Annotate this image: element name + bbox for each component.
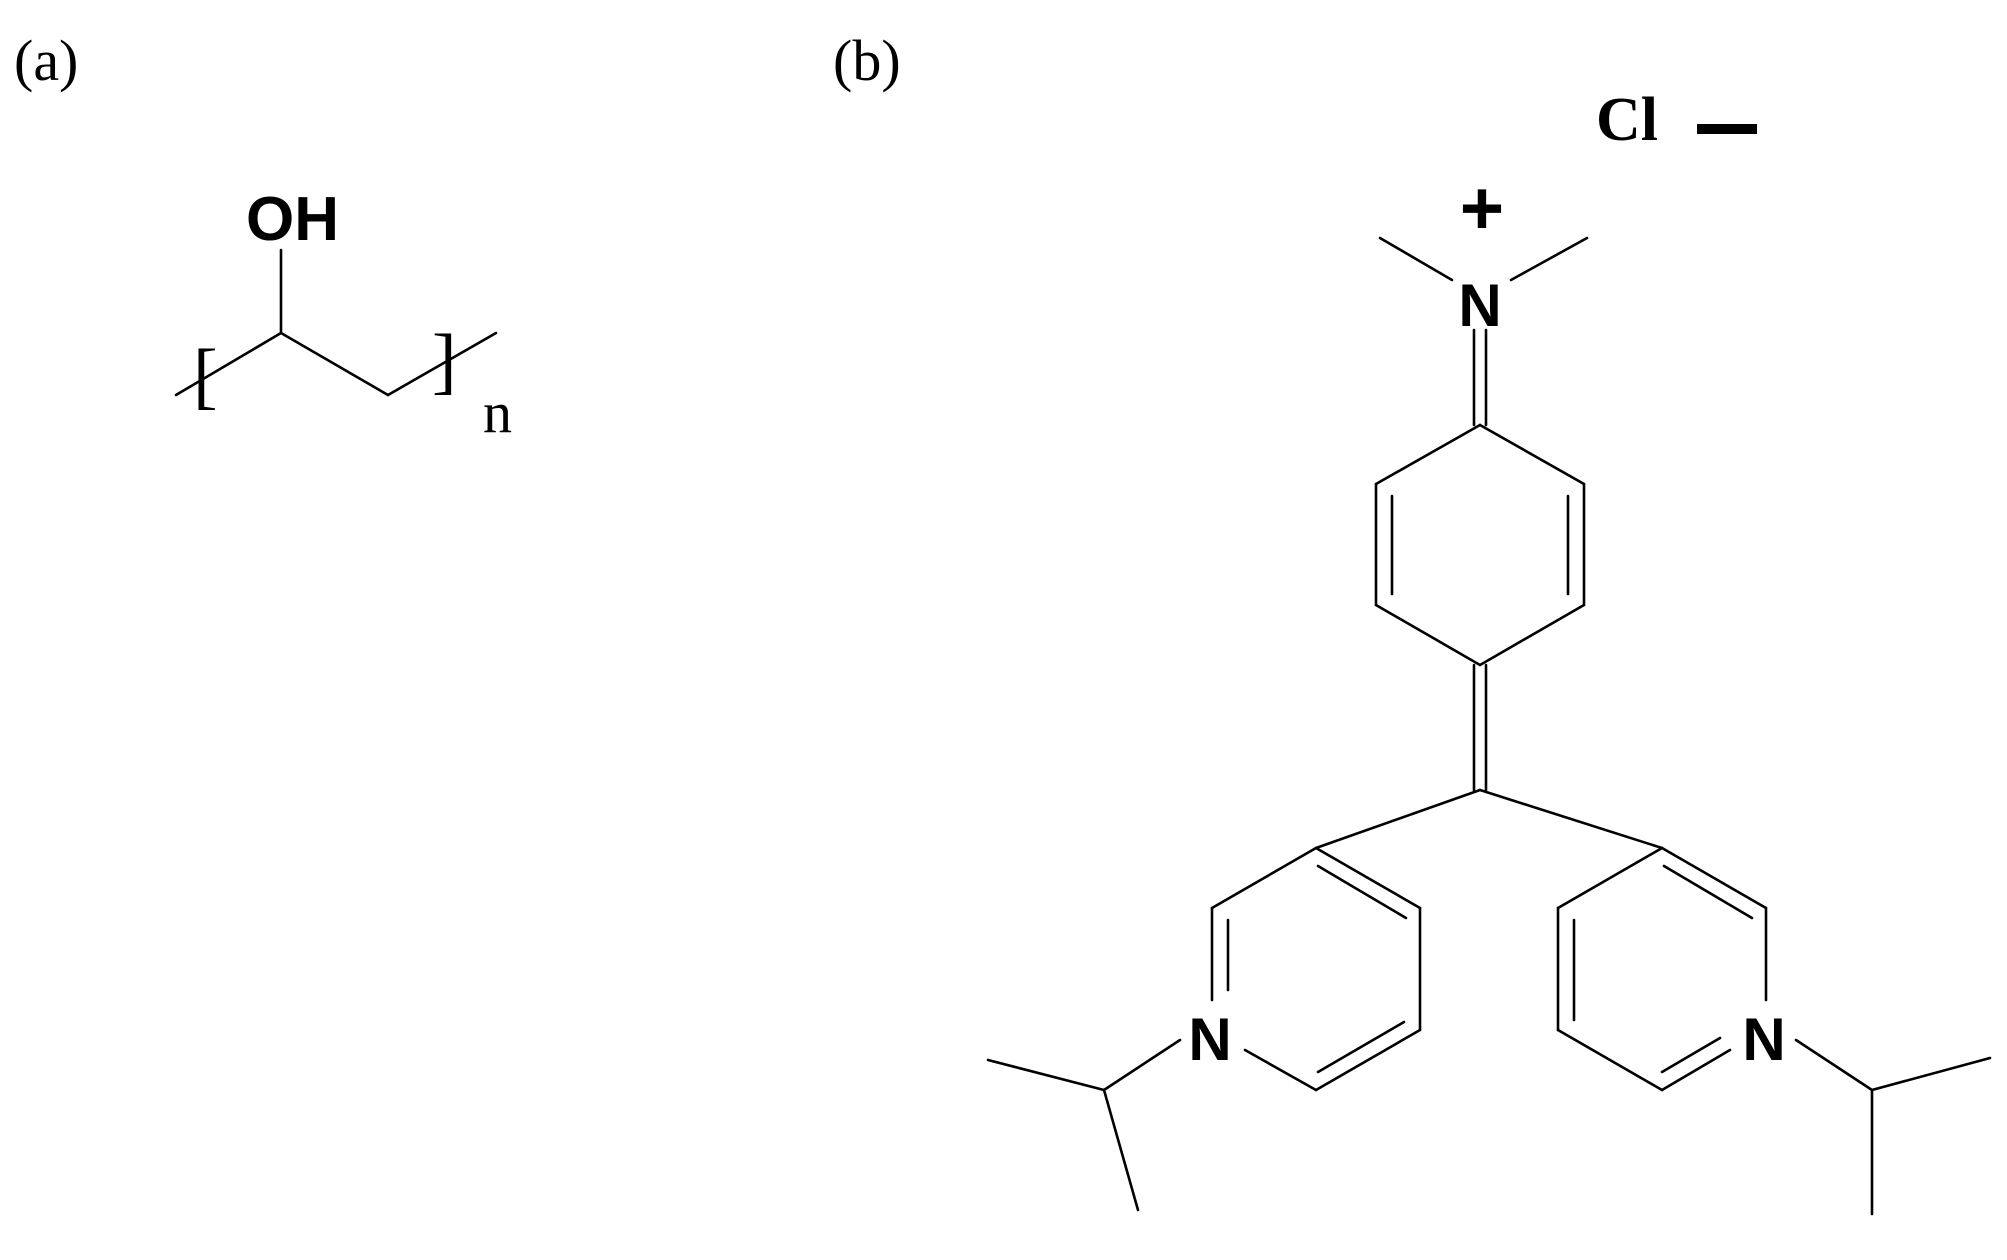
backbone-bond-middle: [279, 331, 390, 397]
backbone-bond-left: [174, 331, 283, 397]
panel-a: (a) OH [ ] n: [14, 28, 512, 445]
panel-b-label: (b): [833, 28, 901, 93]
iminium-nitrogen: N: [1458, 272, 1501, 339]
n-methyl-bond-right: [1509, 236, 1589, 282]
quinoid-ring: [1374, 423, 1586, 667]
bracket-close: ]: [432, 320, 457, 402]
n-methyl-bond-left: [1378, 236, 1454, 282]
pyridinium-ring-left: [1210, 846, 1422, 1092]
isopropyl-methyl-bond-right-1: [1870, 1056, 1992, 1092]
backbone-bond-right: [386, 331, 498, 397]
central-bond-left: [1314, 788, 1482, 850]
isopropyl-methyl-bond-left-2: [1102, 1088, 1140, 1212]
hydroxyl-group: OH: [246, 185, 339, 254]
bracket-open: [: [193, 335, 218, 417]
pyridinium-nitrogen-right: N: [1742, 1006, 1785, 1073]
isopropyl-methyl-bond-left-1: [986, 1058, 1106, 1092]
iminium-positive-charge: +: [1460, 166, 1504, 251]
n-isopropyl-bond-right: [1794, 1038, 1874, 1092]
chloride-negative-charge: [1697, 124, 1757, 134]
central-bond-right: [1478, 788, 1664, 850]
panel-a-label: (a): [14, 28, 78, 93]
repeat-unit-subscript: n: [483, 380, 512, 445]
chloride-counterion: Cl: [1596, 86, 1658, 154]
pyridinium-nitrogen-left: N: [1188, 1006, 1231, 1073]
panel-b: (b) Cl + N: [833, 28, 1992, 1216]
pyridinium-ring-right: [1556, 846, 1768, 1092]
n-isopropyl-bond-left: [1102, 1038, 1182, 1092]
